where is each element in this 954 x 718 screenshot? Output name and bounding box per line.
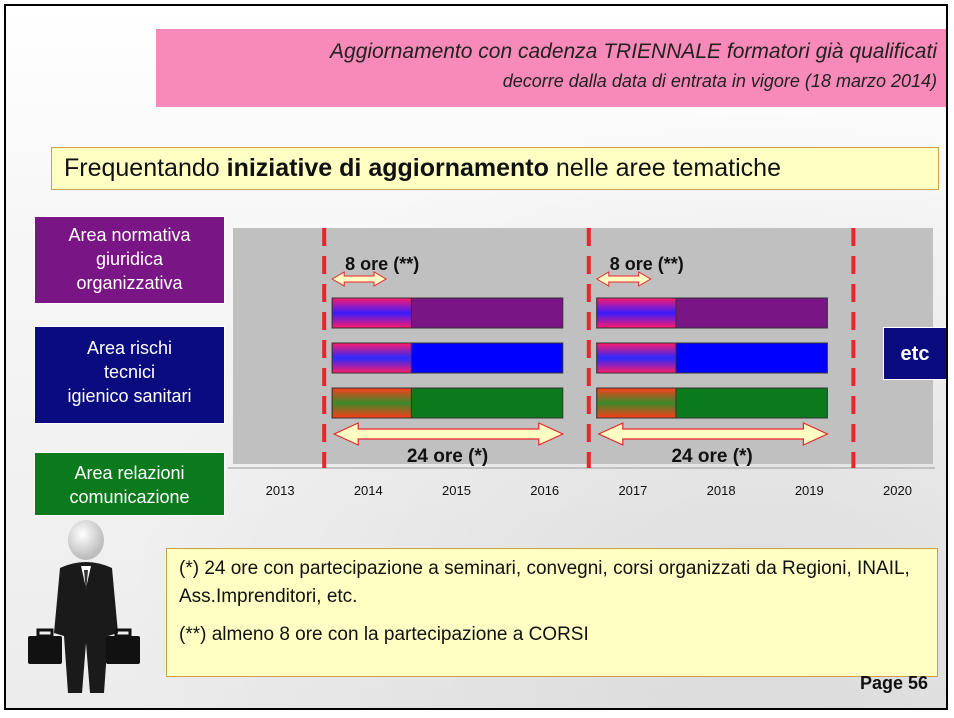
header-line-2: decorre dalla data di entrata in vigore … (502, 71, 937, 91)
slide: Aggiornamento con cadenza TRIENNALE form… (4, 4, 948, 710)
bar-min (331, 297, 412, 329)
x-tick-label: 2013 (266, 483, 295, 498)
chart-marks: 2013 2014 2015 2016 2017 2018 2019 2020 24 ore (… (266, 228, 912, 498)
topic-suffix: nelle aree tematiche (548, 154, 781, 182)
bar-min (331, 387, 412, 419)
label-24h: 24 ore (*) (671, 446, 752, 467)
etc-badge: etc (883, 327, 946, 380)
footnote-8h: (**) almeno 8 ore con la partecipazione … (179, 624, 589, 645)
area-label-line: organizzativa (76, 273, 183, 293)
x-tick-label: 2015 (442, 483, 471, 498)
x-tick-label: 2019 (795, 483, 824, 498)
label-8h: 8 ore (**) (610, 254, 684, 274)
bar-min (596, 387, 677, 419)
label-24h: 24 ore (*) (407, 446, 488, 467)
x-tick-label: 2018 (707, 483, 736, 498)
footnote-24h: (*) 24 ore con partecipazione a seminari… (179, 558, 910, 607)
area-label-line: tecnici (103, 362, 156, 382)
businessman-icon (28, 520, 140, 693)
arrow-24h (597, 422, 829, 446)
area-label-line: Area normativa (68, 225, 191, 245)
topic-banner: Frequentando iniziative di aggiornamento… (51, 147, 939, 190)
x-tick-label: 2014 (354, 483, 383, 498)
x-tick-label: 2017 (618, 483, 647, 498)
area-label-line: giuridica (95, 249, 164, 269)
bar-min (331, 342, 412, 374)
timeline-chart: 2013 2014 2015 2016 2017 2018 2019 2020 24 ore (… (228, 228, 935, 518)
footnotes-box: (*) 24 ore con partecipazione a seminari… (166, 548, 938, 677)
area-label-line: Area relazioni (74, 463, 185, 483)
header-line-1: Aggiornamento con cadenza TRIENNALE form… (330, 40, 937, 63)
arrow-8h (331, 271, 388, 287)
area-normativa: Area normativa giuridica organizzativa (34, 216, 225, 304)
area-label-line: Area rischi (86, 338, 173, 358)
bar-min (596, 342, 677, 374)
page-number: Page 56 (859, 673, 928, 693)
area-label-line: igienico sanitari (67, 386, 192, 406)
area-rischi: Area rischi tecnici igienico sanitari (34, 326, 225, 424)
x-tick-label: 2016 (530, 483, 559, 498)
arrow-8h (595, 271, 652, 287)
area-relazioni: Area relazioni comunicazione (34, 452, 225, 516)
x-tick-label: 2020 (883, 483, 912, 498)
header-box: Aggiornamento con cadenza TRIENNALE form… (156, 29, 946, 107)
area-label-line: comunicazione (69, 487, 190, 507)
label-8h: 8 ore (**) (345, 254, 419, 274)
topic-bold: iniziative di aggiornamento (226, 154, 549, 182)
topic-prefix: Frequentando (64, 154, 227, 182)
timeline-svg: 2013 2014 2015 2016 2017 2018 2019 2020 24 ore (… (228, 228, 935, 498)
bar-min (596, 297, 677, 329)
arrow-24h (332, 422, 565, 446)
